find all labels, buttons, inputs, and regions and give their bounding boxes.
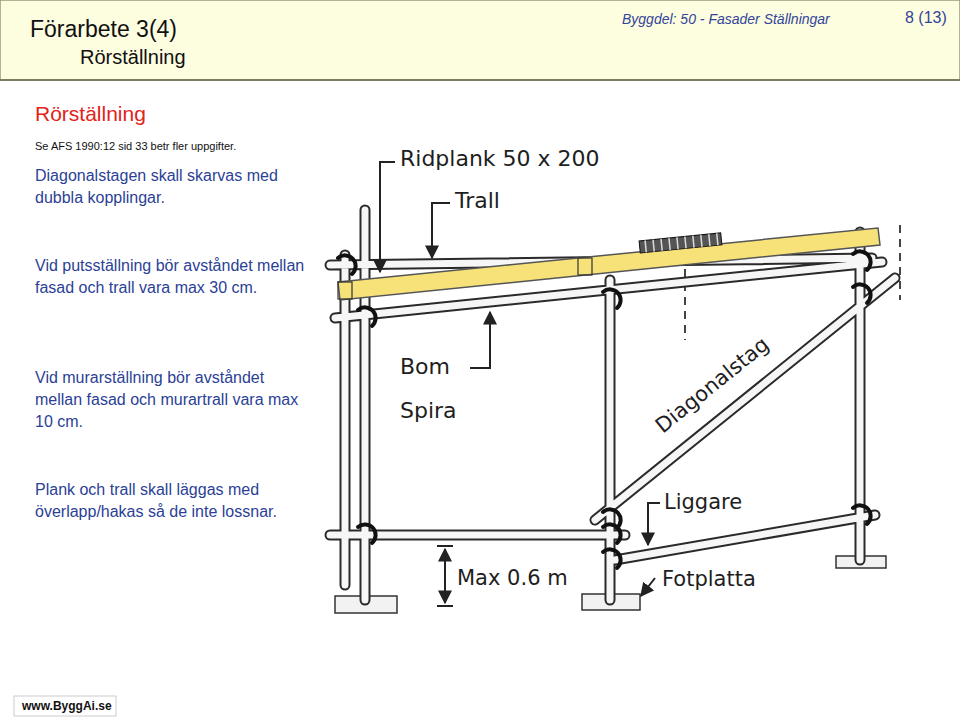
section-name: Byggdel: 50 - Fasader Ställningar — [622, 11, 830, 27]
part-name: Diagonalstag — [651, 332, 774, 438]
part-name: Spira — [400, 398, 457, 423]
body-note: Vid murarställning bör avståndet mellan … — [35, 367, 305, 433]
slide-subtitle: Rörställning — [80, 46, 186, 69]
reference-note: Se AFS 1990:12 sid 33 betr fler uppgifte… — [35, 140, 236, 152]
part-name: Bom — [400, 354, 450, 379]
part-name: Trall — [455, 188, 500, 213]
plank-end — [578, 258, 592, 275]
dimension: Max 0.6 m — [457, 566, 568, 590]
body-note: Plank och trall skall läggas med överlap… — [35, 479, 305, 523]
part-name: Liggare — [664, 490, 742, 514]
section-heading: Rörställning — [35, 102, 146, 126]
part-name: Fotplatta — [662, 567, 756, 591]
plank-end — [338, 282, 352, 299]
tube-fill — [330, 210, 895, 600]
trall-boards — [639, 233, 722, 253]
body-note: Diagonalstagen skall skarvas med dubbla … — [35, 165, 305, 209]
hidden-standard — [684, 255, 686, 340]
header-band — [0, 0, 960, 80]
hidden-standard — [899, 225, 901, 300]
slide-title: Förarbete 3(4) — [30, 16, 177, 43]
page-number: 8 (13) — [905, 9, 947, 27]
header-rule — [0, 79, 960, 81]
footer-box — [14, 696, 116, 716]
couplers — [338, 251, 871, 568]
body-note: Vid putsställning bör avståndet mellan f… — [35, 255, 305, 299]
part-name: Ridplank 50 x 200 — [400, 146, 600, 171]
watermark: www.ByggAi.se — [22, 699, 112, 713]
tube-outline — [330, 210, 895, 600]
leader-lines — [380, 162, 660, 606]
